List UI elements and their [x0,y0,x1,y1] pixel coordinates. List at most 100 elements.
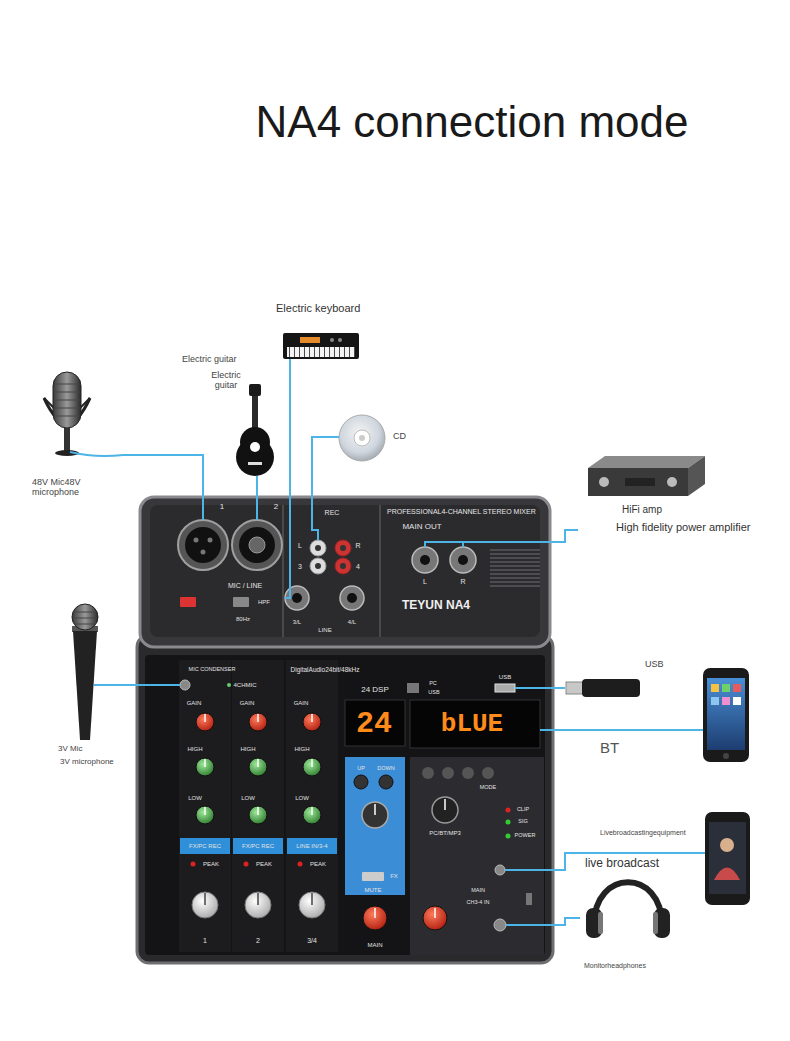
smartphone [703,668,749,762]
connection-cable [256,478,258,497]
panel-label: 1 [203,937,207,944]
panel-label: CH3-4 IN [467,900,490,906]
control-section [227,683,231,687]
cd-disc [339,415,385,461]
connection-cable [553,853,580,870]
static-wire [580,852,705,854]
connection-cable [312,437,335,497]
input-jacks [232,520,282,570]
panel-label: 4/L [348,619,356,625]
panel-label: SIG [518,819,527,825]
control-section [363,906,387,930]
control-section [444,799,446,810]
control-section [495,684,515,692]
input-jacks [185,527,221,563]
broadcast-phone [705,812,750,905]
static-wire [70,452,123,456]
hifi-amplifier [599,477,609,487]
display-readout: bLUE [441,711,503,737]
acoustic-guitar [236,438,274,476]
smartphone [733,697,741,705]
panel-label: PC/BT/MP3 [429,830,461,836]
panel-label: HIGH [188,746,203,752]
device-label: live broadcast [585,857,659,871]
broadcast-phone [705,812,750,905]
panel-label: R [355,542,360,549]
device-label: USB [645,659,664,669]
panel-label: MUTE [365,887,382,893]
panel-label: 4 [356,563,360,570]
smartphone [711,684,719,692]
panel-label: PEAK [203,861,219,867]
electric-keyboard [300,337,320,343]
acoustic-guitar [248,462,262,465]
panel-label: CLIP [517,807,529,813]
usb-stick [582,679,640,697]
connection-cable [289,366,291,497]
electric-keyboard [287,347,355,357]
static-wire [256,476,258,478]
connection-cable [553,918,580,925]
input-jacks [340,563,346,569]
headphones [598,912,603,934]
panel-label: GAIN [187,700,202,706]
panel-label: L [423,578,427,585]
panel-label: LOW [241,795,255,801]
static-wire [335,436,339,438]
broadcast-device: Livebroadcastingequipmentlive broadcast [580,815,755,877]
channel-strip [179,660,231,952]
device-label: Electric guitar [204,370,248,391]
panel-label: POWER [515,833,536,839]
input-jacks [180,597,196,607]
panel-label: MIC CONDENSER [189,667,236,673]
input-jacks [335,558,351,574]
panel-text: PROFESSIONAL4-CHANNEL STEREO MIXER [387,508,536,516]
panel-label: L [298,542,302,549]
device-label: 3V Mic [58,744,82,753]
panel-label: 3 [298,563,302,570]
input-jacks [178,520,228,570]
control-section [482,767,494,779]
control-section [506,834,511,839]
channel-strip [286,660,338,952]
headphones-device: Monitorheadphones [580,878,680,978]
diagram-title: NA4 connection mode [256,96,689,149]
panel-label: REC [325,509,340,516]
panel-label: HIGH [295,746,310,752]
headphones [586,882,670,938]
handheld-microphone [73,631,97,740]
hifi-amplifier [625,478,655,486]
control-section [345,757,405,895]
static-wire [256,497,258,520]
hifi-amplifier [688,456,705,496]
control-section [506,808,511,813]
panel-label: HIGH [241,746,256,752]
cd-disc [339,415,385,461]
mixer-body [137,497,553,963]
acoustic-guitar [236,384,274,476]
electric-keyboard [338,338,342,342]
handheld-microphone [72,604,98,630]
panel-label: DOWN [377,766,394,772]
smartphone [722,684,730,692]
control-section [362,872,384,881]
static-wire [462,542,464,547]
control-section [432,797,458,823]
cd-device: CD [335,412,415,464]
connection-cable [553,729,595,731]
cd-disc [359,435,365,441]
input-jacks [208,538,213,543]
control-section [345,700,405,746]
connection-cable [130,684,137,686]
usb-stick [566,682,583,694]
device-label: BT [600,739,619,756]
static-wire [137,684,180,686]
mixer-body [140,497,550,647]
panel-label: PEAK [310,861,326,867]
input-jacks [458,555,468,565]
input-jacks [233,597,249,607]
panel-label: LOW [188,795,202,801]
mixer-body [490,550,540,586]
panel-label: LINE [318,627,331,633]
static-wire [70,359,705,925]
